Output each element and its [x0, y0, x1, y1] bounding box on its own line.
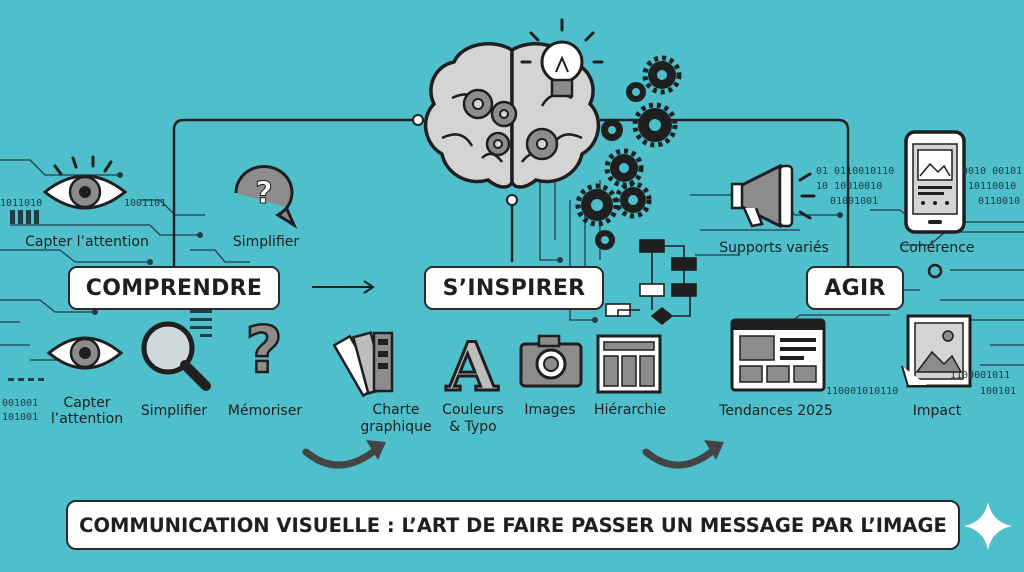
binary-text: 1001101: [124, 198, 167, 209]
camera-icon: [519, 334, 583, 388]
website-icon: [730, 318, 826, 392]
binary-text: 001001: [2, 398, 39, 409]
magnifier-icon: [141, 321, 211, 391]
megaphone-icon: [730, 163, 816, 229]
label-capter-bottom-line2: l’attention: [50, 411, 124, 427]
svg-text:A: A: [445, 328, 498, 406]
stage-inspirer: S’INSPIRER: [424, 266, 604, 310]
label-capter-attention-top: Capter l’attention: [25, 234, 149, 250]
label-tendances-2025: Tendances 2025: [719, 403, 833, 419]
curved-arrow-left: [302, 440, 386, 469]
picture-icon: [901, 314, 972, 388]
label-simplifier-bottom: Simplifier: [140, 403, 208, 419]
binary-text: 0110010: [978, 196, 1021, 207]
binary-text: 1100001011: [950, 370, 1011, 381]
binary-text: 01001001: [830, 196, 879, 207]
label-hierarchie: Hiérarchie: [594, 402, 666, 418]
typography-icon: A: [444, 327, 500, 408]
eye-icon: [42, 155, 128, 210]
binary-text: 10 10010010: [816, 181, 883, 192]
binary-text: 1011010: [0, 198, 43, 209]
gears-icon: [575, 55, 682, 250]
curved-arrow-right: [642, 440, 724, 469]
label-couleurs-line1: Couleurs: [442, 402, 504, 418]
lightbulb-icon: [520, 18, 604, 98]
binary-text: 100101: [980, 386, 1017, 397]
label-memoriser: Mémoriser: [227, 403, 303, 419]
question-bubble-icon: ?: [234, 165, 298, 229]
binary-text: 101001: [2, 412, 39, 423]
label-images: Images: [524, 402, 576, 418]
title-banner: COMMUNICATION VISUELLE : L’ART DE FAIRE …: [66, 500, 960, 550]
label-supports-varies: Supports variés: [719, 240, 829, 256]
binary-text: 01 0110010110: [816, 166, 895, 177]
label-coherence: Cohérence: [899, 240, 975, 256]
question-mark-icon: ?: [244, 313, 284, 390]
label-charte-line1: Charte: [372, 402, 420, 418]
svg-text:?: ?: [245, 314, 282, 388]
binary-text: 10110010: [968, 181, 1017, 192]
sparkle-icon: [964, 502, 1012, 550]
palette-swatch-icon: [332, 331, 394, 398]
layout-icon: [596, 334, 662, 394]
label-capter-bottom-line1: Capter: [63, 395, 111, 411]
smartphone-icon: [904, 130, 966, 234]
label-charte-line2: graphique: [360, 419, 432, 435]
svg-text:?: ?: [255, 176, 272, 211]
label-couleurs-line2: & Typo: [449, 419, 497, 435]
label-simplifier-top: Simplifier: [232, 234, 300, 250]
brain-icon: [423, 42, 601, 189]
binary-text: 0010 00101: [962, 166, 1023, 177]
stage-agir: AGIR: [806, 266, 904, 310]
label-impact: Impact: [912, 403, 962, 419]
flowchart-icon: [605, 239, 697, 326]
binary-text: 110001010110: [826, 386, 899, 397]
eye-icon: [46, 336, 124, 370]
stage-comprendre: COMPRENDRE: [68, 266, 280, 310]
